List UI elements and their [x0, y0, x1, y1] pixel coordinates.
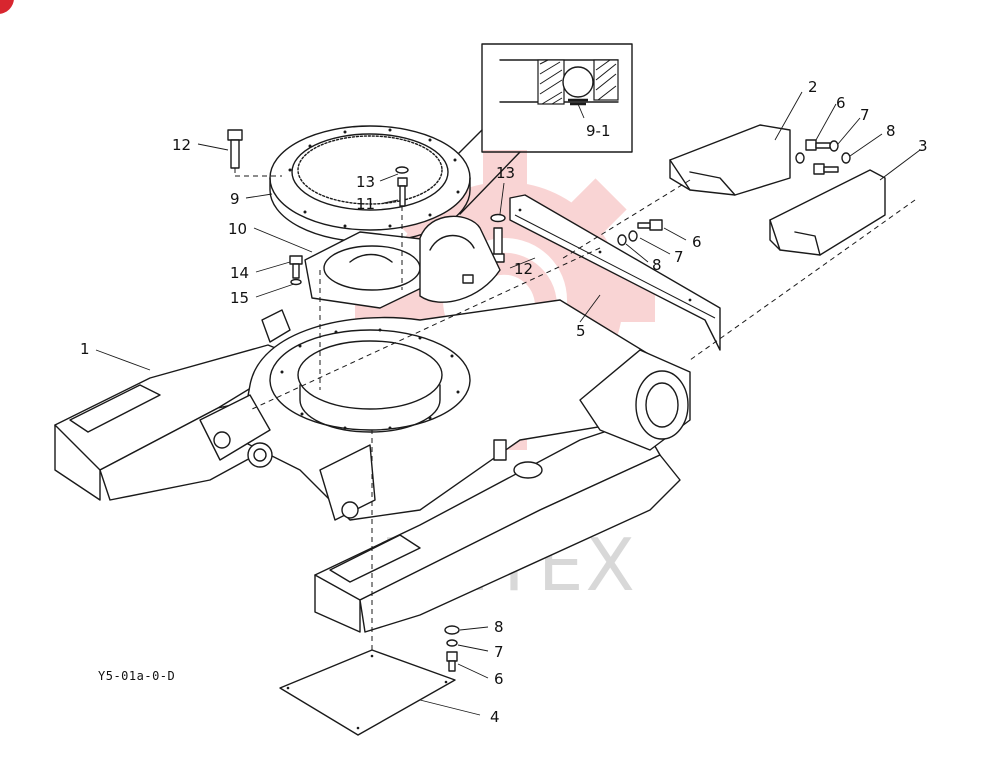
- detail-9-1-box: [451, 43, 633, 215]
- callout-8-top: 8: [886, 122, 896, 140]
- bottom-plate-4: [279, 430, 456, 736]
- callout-12-top: 12: [172, 136, 191, 154]
- bolt-14: [289, 255, 303, 286]
- callout-6-bottom: 6: [494, 670, 504, 688]
- callout-6-mid: 6: [692, 233, 702, 251]
- corner-badge: [0, 0, 14, 14]
- callout-4: 4: [490, 708, 500, 726]
- callout-labels: 12 9 13 11 10 14 15 1 13 12 9-1 2 6 7 8 …: [80, 78, 928, 726]
- callout-5: 5: [576, 322, 586, 340]
- bolts-plate-4: [444, 625, 460, 672]
- callout-9-1: 9-1: [586, 122, 611, 140]
- callout-9: 9: [230, 190, 240, 208]
- callout-6-top: 6: [836, 94, 846, 112]
- callout-15: 15: [230, 289, 249, 307]
- callout-13-right: 13: [496, 164, 515, 182]
- cover-3: [769, 169, 886, 256]
- bolts-plate-5: [617, 219, 663, 246]
- callout-13-inner: 13: [356, 173, 375, 191]
- bolts-cover-2: [795, 139, 851, 175]
- callout-11: 11: [356, 195, 375, 213]
- callout-8-mid: 8: [652, 256, 662, 274]
- bolt-12-top: [227, 129, 282, 177]
- bolt-12-right: [490, 213, 506, 263]
- callout-3: 3: [918, 137, 928, 155]
- callout-7-bottom: 7: [494, 643, 504, 661]
- callout-7-top: 7: [860, 106, 870, 124]
- lower-frame: [54, 299, 691, 633]
- swing-bearing: [269, 125, 471, 243]
- callout-14: 14: [230, 264, 249, 282]
- callout-12-right: 12: [514, 260, 533, 278]
- bolt-11: [395, 166, 409, 207]
- side-cover-5: [509, 194, 721, 351]
- callout-2: 2: [808, 78, 818, 96]
- callout-1: 1: [80, 340, 90, 358]
- cover-2: [669, 124, 791, 196]
- callout-10: 10: [228, 220, 247, 238]
- drawing-code: Y5-01a-0-D: [98, 669, 175, 683]
- turntable-housing: [419, 215, 501, 303]
- callout-8-bottom: 8: [494, 618, 504, 636]
- callout-7-mid: 7: [674, 248, 684, 266]
- leader-lines: [95, 91, 921, 716]
